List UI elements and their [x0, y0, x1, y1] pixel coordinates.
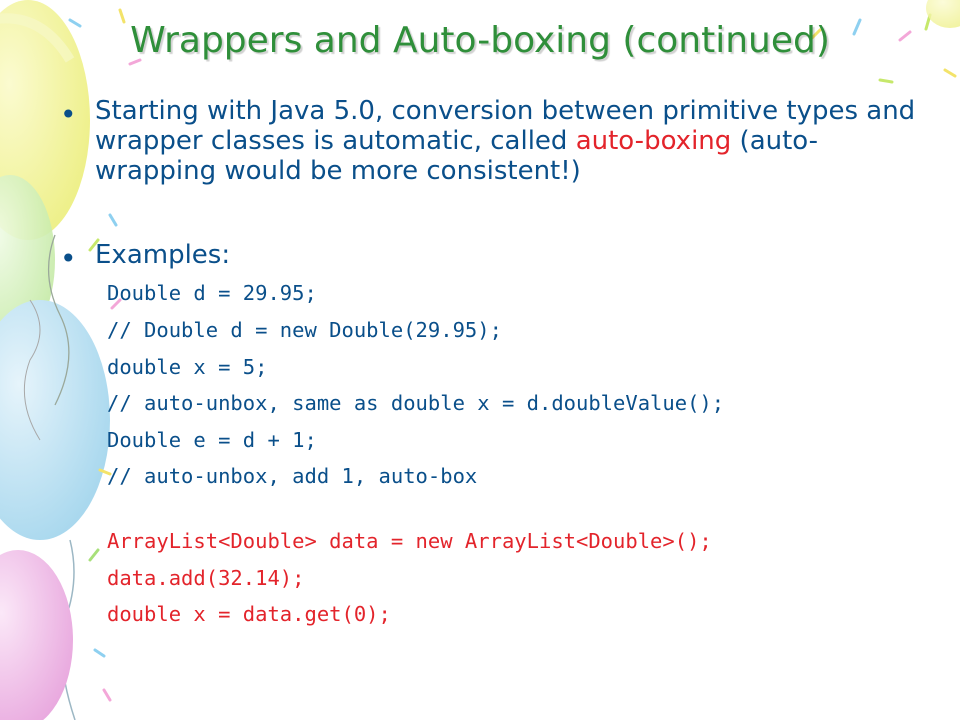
bullet-examples: Examples:	[95, 240, 231, 270]
code-line: data.add(32.14);	[107, 566, 305, 590]
code-line: double x = 5;	[107, 355, 268, 379]
bullet-intro-text-a: Starting with Java 5.0, conversion betwe…	[95, 96, 916, 156]
code-line: // Double d = new Double(29.95);	[107, 318, 502, 342]
slide-title: Wrappers and Auto-boxing (continued)	[130, 20, 830, 61]
code-line: // auto-unbox, same as double x = d.doub…	[107, 391, 725, 415]
bullet-intro-text-b: (auto-wrapping would be more consistent!…	[95, 126, 819, 186]
auto-boxing-term: auto-boxing	[575, 126, 732, 156]
code-line: ArrayList<Double> data = new ArrayList<D…	[107, 529, 712, 553]
code-line: Double d = 29.95;	[107, 281, 317, 305]
code-line: double x = data.get(0);	[107, 602, 391, 626]
bullet-dot: •	[60, 98, 77, 131]
code-line: Double e = d + 1;	[107, 428, 317, 452]
code-line: // auto-unbox, add 1, auto-box	[107, 464, 478, 488]
bullet-dot: •	[60, 242, 77, 275]
bullet-intro: Starting with Java 5.0, conversion betwe…	[95, 96, 935, 186]
